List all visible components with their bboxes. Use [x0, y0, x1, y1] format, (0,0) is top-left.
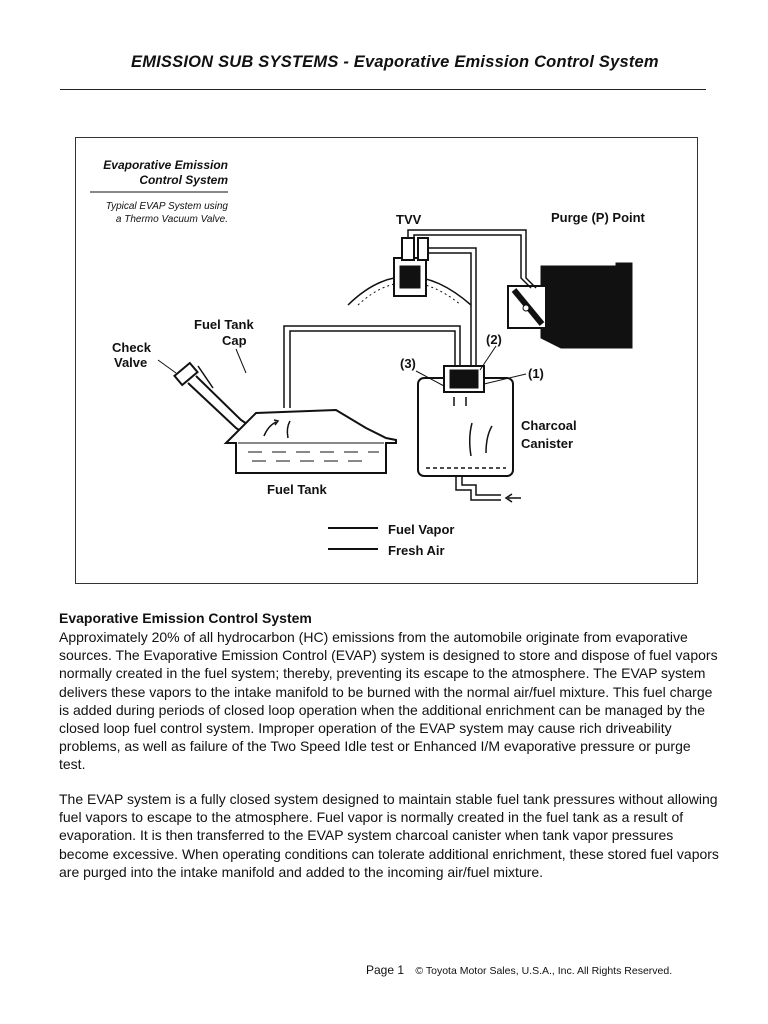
diagram-legend: Fuel Vapor Fresh Air	[328, 522, 454, 558]
page-footer: Page 1 © Toyota Motor Sales, U.S.A., Inc…	[366, 963, 672, 977]
label-purge-point: Purge (P) Point	[551, 210, 646, 225]
label-check-valve-1: Check	[112, 340, 152, 355]
fuel-tank	[223, 408, 397, 474]
section-heading: Evaporative Emission Control System	[59, 610, 312, 626]
header-divider	[60, 89, 706, 90]
caption-sub-line2: a Thermo Vacuum Valve.	[116, 214, 228, 225]
diagram-labels: TVV Purge (P) Point Fuel Tank Cap Check …	[112, 210, 646, 497]
caption-title-line1: Evaporative Emission	[103, 158, 228, 172]
diagram-caption: Evaporative Emission Control System Typi…	[90, 158, 228, 225]
label-fuel-tank-cap-1: Fuel Tank	[194, 317, 254, 332]
label-check-valve-2: Valve	[114, 355, 147, 370]
label-charcoal-2: Canister	[521, 436, 573, 451]
label-port-3: (3)	[400, 356, 416, 371]
caption-title-line2: Control System	[139, 173, 228, 187]
legend-fuel-vapor: Fuel Vapor	[388, 522, 454, 537]
caption-sub-line1: Typical EVAP System using	[106, 201, 229, 212]
label-fuel-tank: Fuel Tank	[267, 482, 327, 497]
evap-system-diagram: Evaporative Emission Control System Typi…	[75, 137, 698, 584]
footer-page-number: Page 1	[366, 963, 405, 977]
vapor-lines	[283, 229, 537, 408]
label-charcoal-1: Charcoal	[521, 418, 577, 433]
label-leaders	[157, 345, 527, 387]
label-port-1: (1)	[528, 366, 544, 381]
label-fuel-tank-cap-2: Cap	[222, 333, 247, 348]
label-tvv: TVV	[396, 212, 422, 227]
body-paragraph-1: Approximately 20% of all hydrocarbon (HC…	[59, 629, 718, 773]
charcoal-canister	[417, 365, 521, 503]
footer-copyright: © Toyota Motor Sales, U.S.A., Inc. All R…	[415, 965, 673, 977]
page-header-title: EMISSION SUB SYSTEMS - Evaporative Emiss…	[131, 53, 659, 71]
legend-fresh-air: Fresh Air	[388, 543, 445, 558]
thermo-vacuum-valve	[347, 237, 472, 306]
label-port-2: (2)	[486, 332, 502, 347]
body-paragraph-2: The EVAP system is a fully closed system…	[59, 791, 719, 880]
